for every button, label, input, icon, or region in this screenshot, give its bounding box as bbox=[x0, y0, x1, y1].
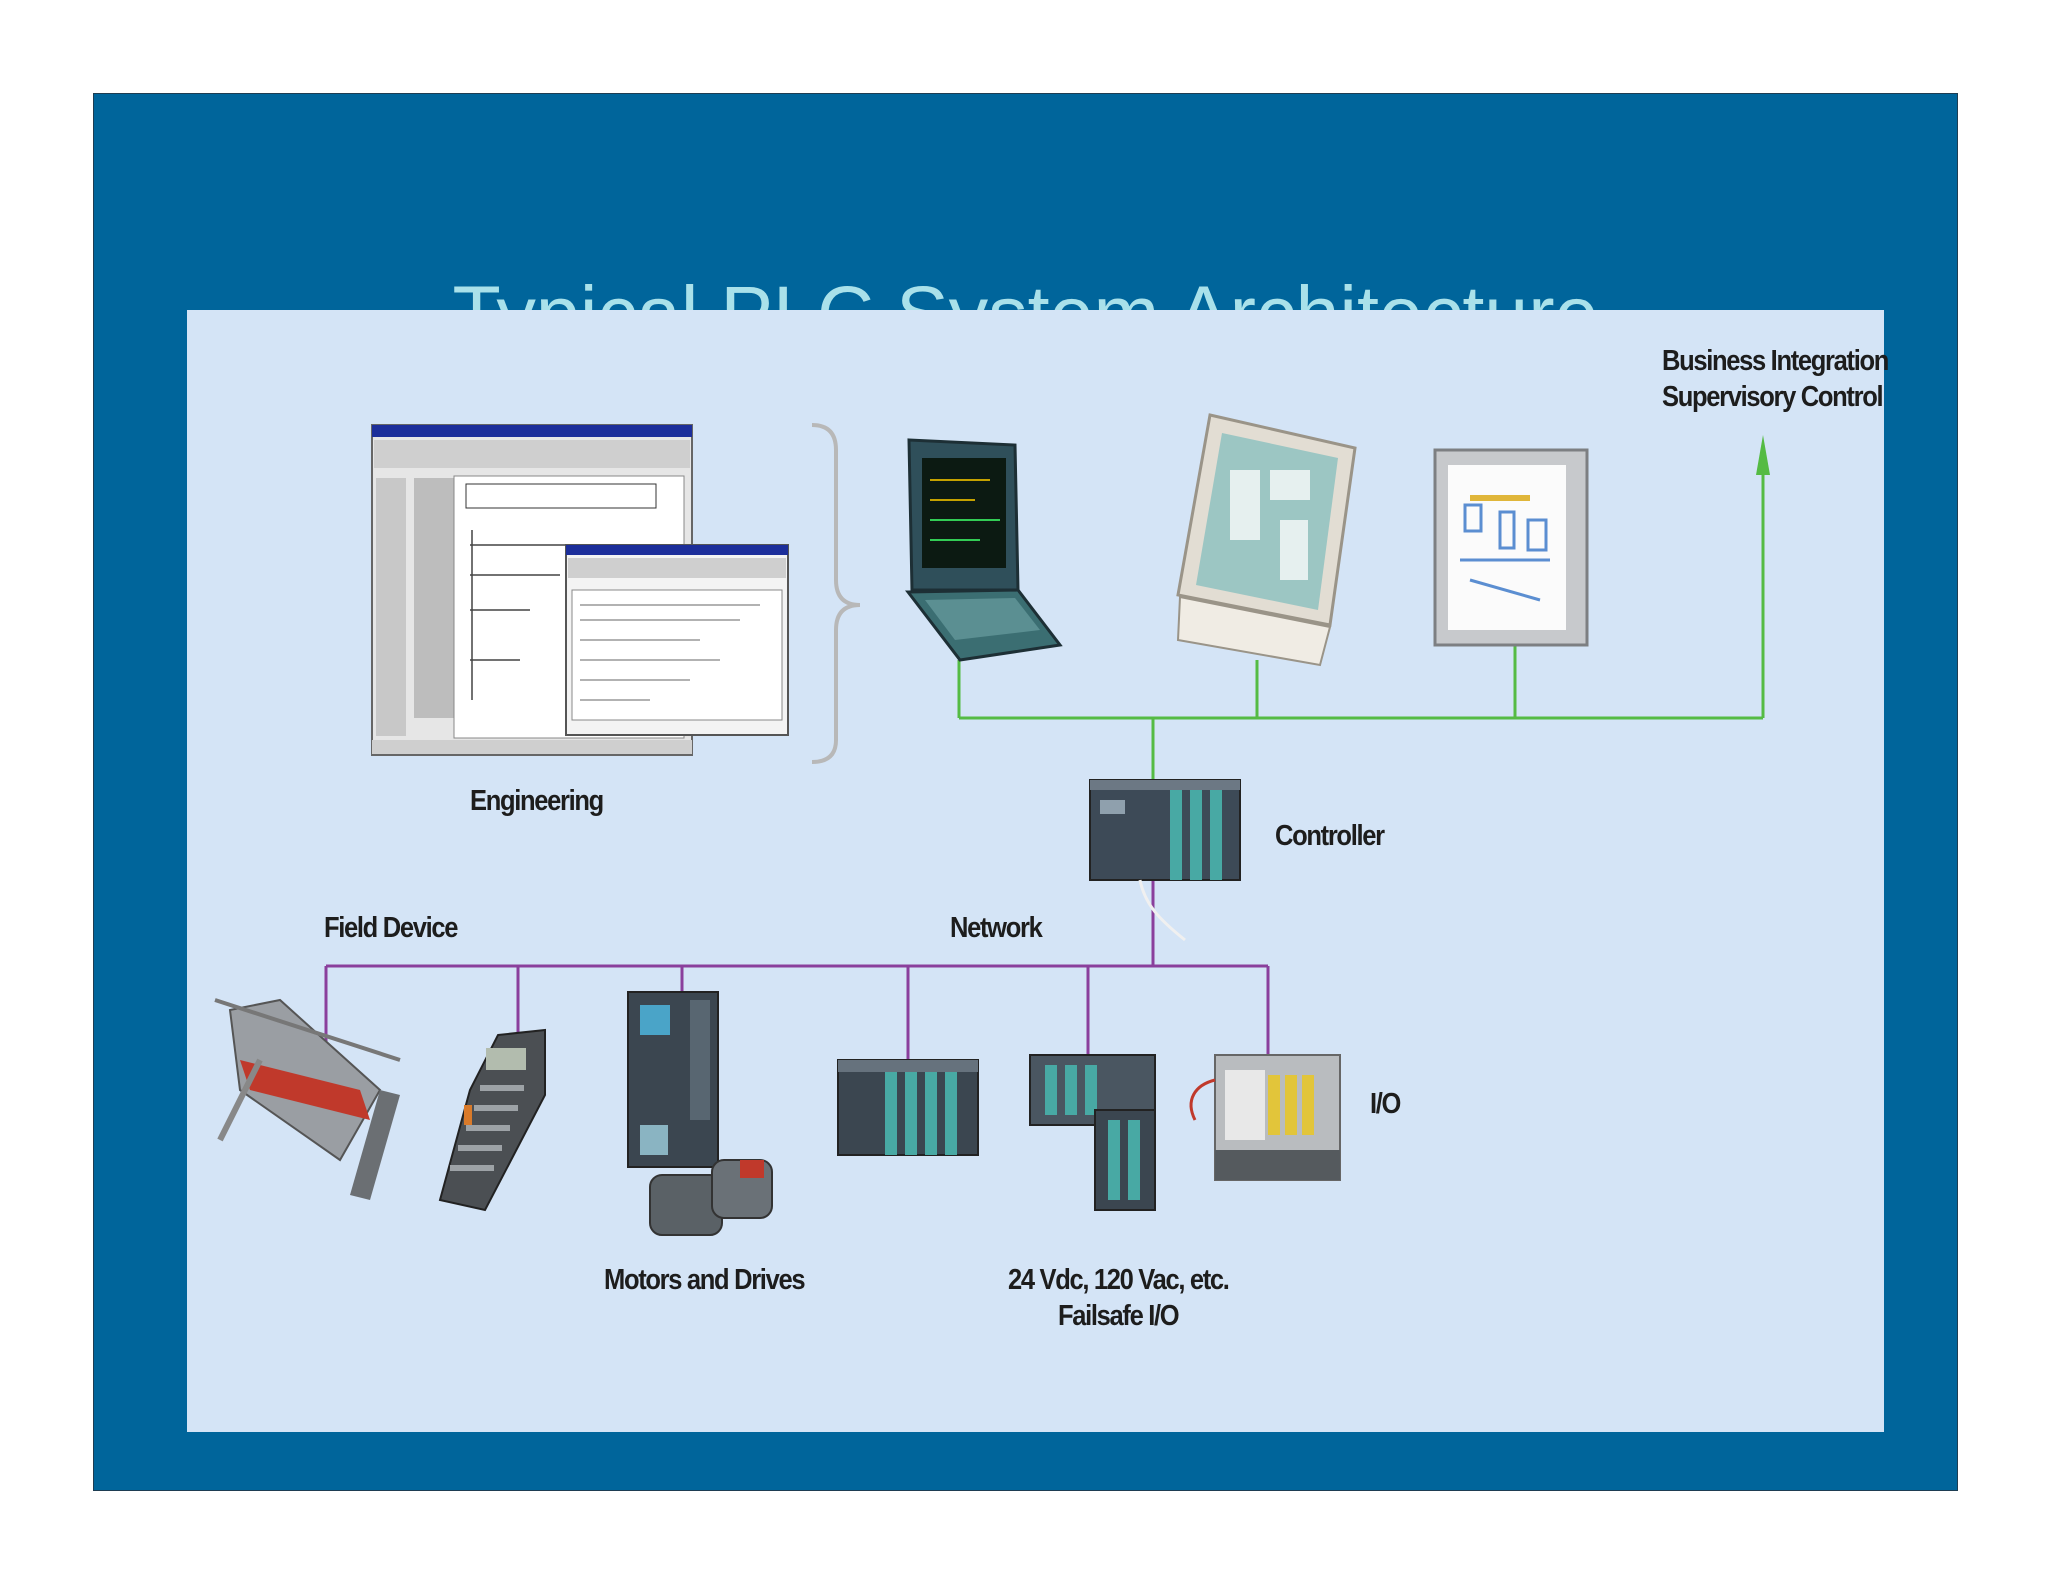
drive-and-motors-icon bbox=[627, 991, 773, 1236]
business-integration-label: Business Integration bbox=[1662, 345, 1889, 377]
network-label: Network bbox=[950, 912, 1043, 944]
upward-arrow-icon bbox=[1756, 435, 1770, 475]
io-label: I/O bbox=[1370, 1088, 1401, 1120]
io-rack-icon bbox=[837, 1059, 979, 1156]
grouping-brace bbox=[811, 423, 861, 764]
motors-drives-label: Motors and Drives bbox=[604, 1264, 806, 1296]
supervisory-control-label: Supervisory Control bbox=[1662, 381, 1884, 413]
field-device-label: Field Device bbox=[324, 912, 458, 944]
io-terminal-block-icon bbox=[1189, 1054, 1341, 1181]
handheld-terminal-icon bbox=[438, 1028, 546, 1212]
touch-panel-icon bbox=[1176, 413, 1357, 667]
hmi-panel-icon bbox=[1433, 448, 1589, 647]
power-supply-label: 24 Vdc, 120 Vac, etc. bbox=[1008, 1264, 1230, 1296]
supervisory-network-lines bbox=[957, 455, 1765, 780]
engineering-label: Engineering bbox=[470, 785, 604, 817]
controller-label: Controller bbox=[1275, 820, 1385, 852]
conveyor-sensor-icon bbox=[214, 998, 401, 1200]
engineering-software-screenshot-icon bbox=[371, 424, 789, 756]
laptop-icon bbox=[905, 438, 1063, 662]
failsafe-io-label: Failsafe I/O bbox=[1058, 1300, 1180, 1332]
plc-controller-icon bbox=[1089, 779, 1241, 942]
distributed-io-icon bbox=[1029, 1054, 1156, 1211]
